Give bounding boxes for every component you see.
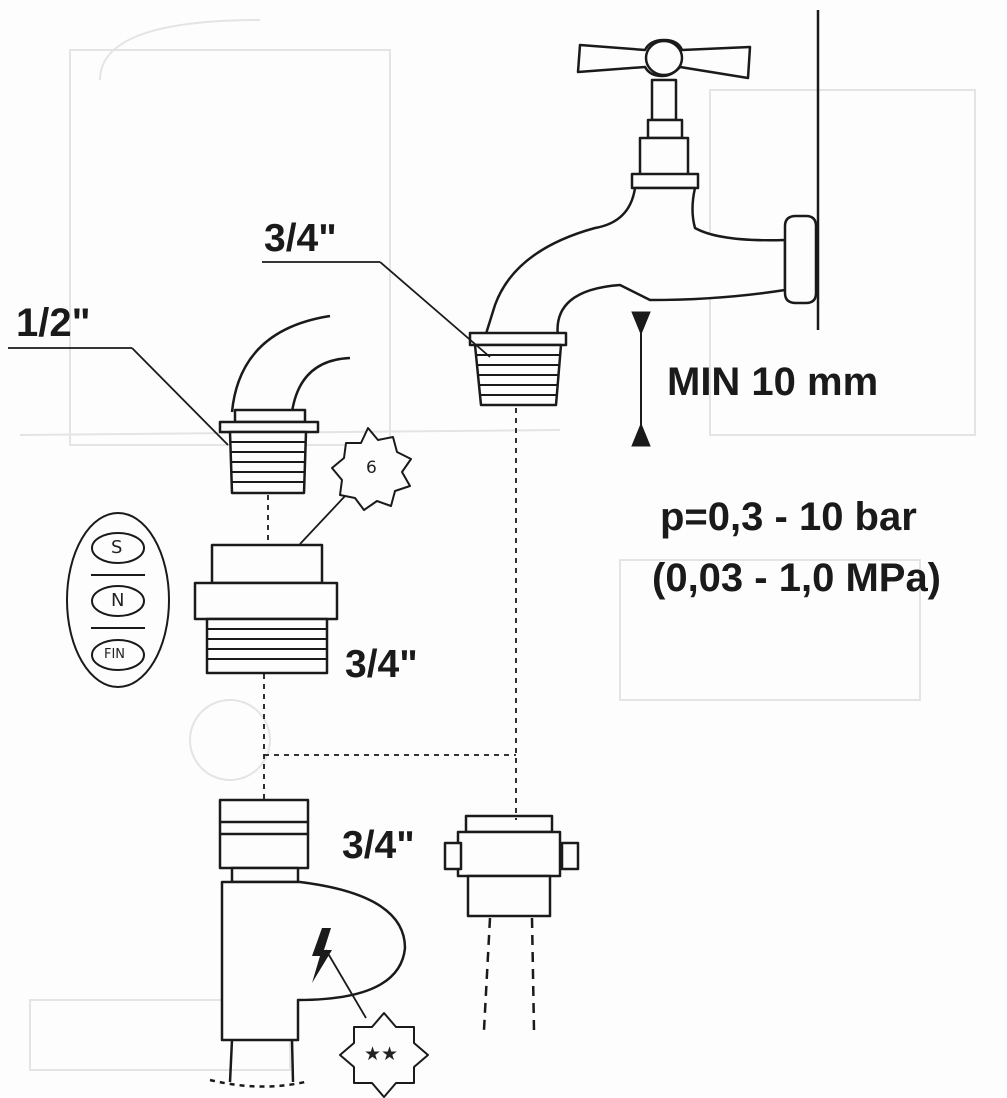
- alignment-guides: [263, 408, 517, 820]
- leader-lines: [8, 261, 491, 1019]
- pressure-bar-label: p=0,3 - 10 bar: [660, 495, 917, 539]
- pressure-mpa-label: (0,03 - 1,0 MPa): [652, 556, 942, 600]
- star-badge-2-icon: [339, 1012, 429, 1098]
- star-badge-icon: [331, 427, 412, 511]
- country-n-label: N: [111, 590, 125, 611]
- country-fin-label: FIN: [104, 647, 126, 662]
- badge-stars-label: ★★: [364, 1043, 399, 1065]
- adapter-icon: [193, 543, 339, 675]
- hose-thread-label: 1/2": [16, 301, 91, 345]
- min-clearance-dimension: [631, 311, 651, 447]
- country-s-circle: [91, 532, 145, 564]
- lightning-icon: [312, 928, 332, 983]
- min-clearance-label: MIN 10 mm: [667, 360, 879, 404]
- tap-icon: [468, 38, 818, 407]
- tap-thread-label: 3/4": [264, 217, 337, 260]
- valve-thread-label: 3/4": [342, 824, 415, 867]
- country-s-label: S: [111, 537, 123, 558]
- hose-connector-icon: [218, 314, 351, 495]
- country-marking-oval: [66, 512, 170, 688]
- hose-nut-icon: [443, 814, 580, 1031]
- country-fin-circle: [91, 639, 145, 671]
- badge-6-label: 6: [366, 458, 377, 478]
- inlet-valve-icon: [209, 798, 407, 1088]
- adapter-thread-label: 3/4": [345, 643, 418, 686]
- country-n-circle: [91, 585, 145, 617]
